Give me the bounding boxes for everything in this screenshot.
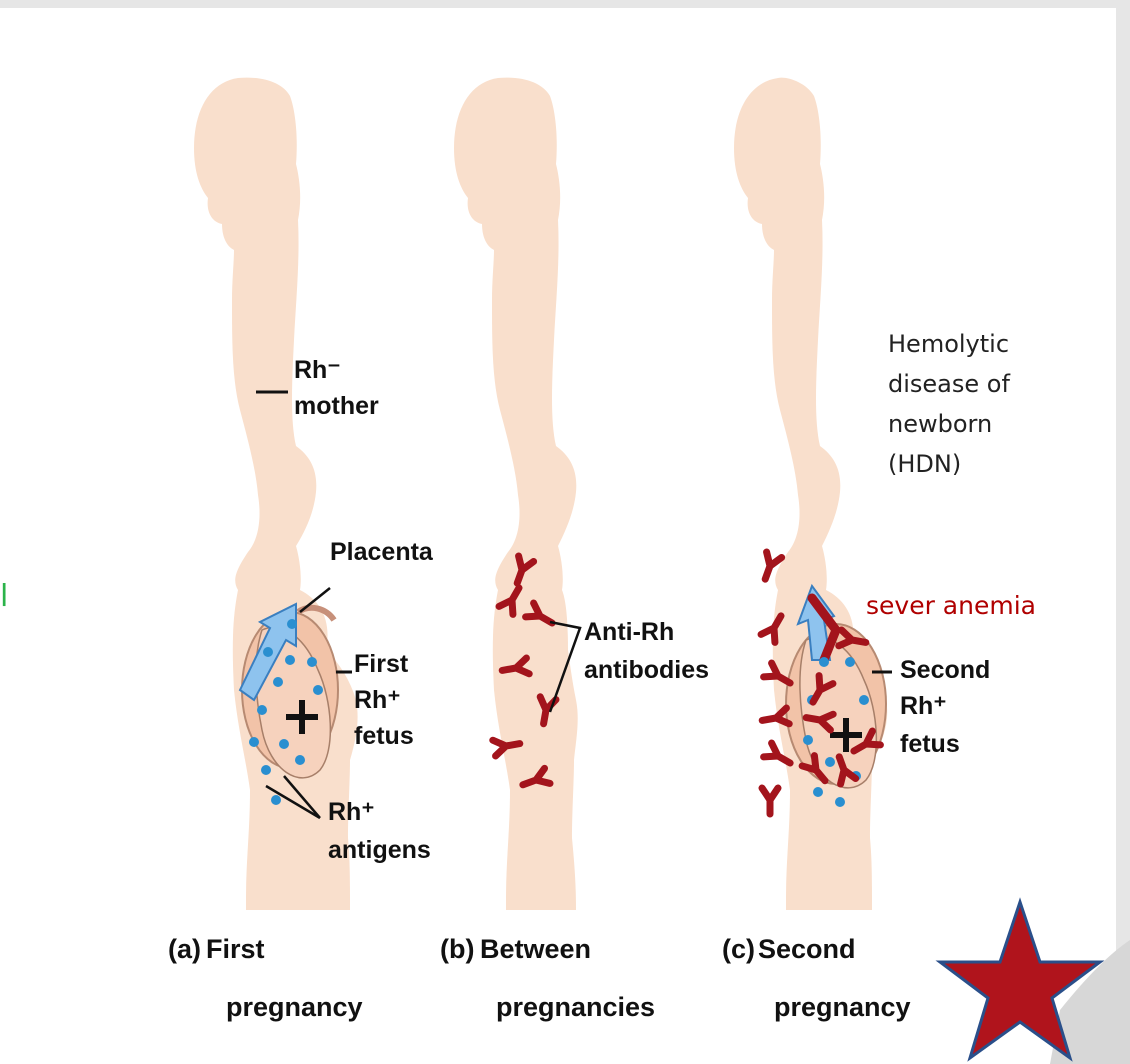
caption-c-line2: pregnancy: [774, 992, 911, 1022]
label-rh-pos-a: Rh⁺: [354, 686, 401, 714]
label-hdn: (HDN): [888, 450, 961, 478]
label-fetus-a: fetus: [354, 722, 414, 750]
label-fetus-c: fetus: [900, 730, 960, 758]
caption-b-line2: pregnancies: [496, 992, 655, 1022]
caption-c-letter: (c): [722, 934, 755, 964]
label-second: Second: [900, 656, 990, 684]
caption-a-line2: pregnancy: [226, 992, 363, 1022]
label-rh-neg: Rh⁻: [294, 356, 341, 384]
caption-a-line1: First: [206, 934, 265, 964]
caption-c-line1: Second: [758, 934, 856, 964]
caption-b-line1: Between: [480, 934, 591, 964]
caption-b-letter: (b): [440, 934, 474, 964]
label-rh-pos-antigens: Rh⁺: [328, 798, 375, 826]
label-sever-anemia: sever anemia: [866, 591, 1036, 620]
label-hemolytic: Hemolytic: [888, 330, 1009, 358]
label-antigens: antigens: [328, 836, 431, 864]
label-placenta: Placenta: [330, 538, 434, 566]
label-mother: mother: [294, 392, 379, 420]
label-first: First: [354, 650, 409, 678]
label-rh-pos-c: Rh⁺: [900, 692, 947, 720]
caption-a-letter: (a): [168, 934, 201, 964]
label-anti-rh: Anti-Rh: [584, 618, 674, 646]
label-newborn: newborn: [888, 410, 992, 438]
label-antibodies: antibodies: [584, 656, 709, 684]
label-disease-of: disease of: [888, 370, 1010, 398]
edge-text-fragment: l: [0, 579, 8, 614]
